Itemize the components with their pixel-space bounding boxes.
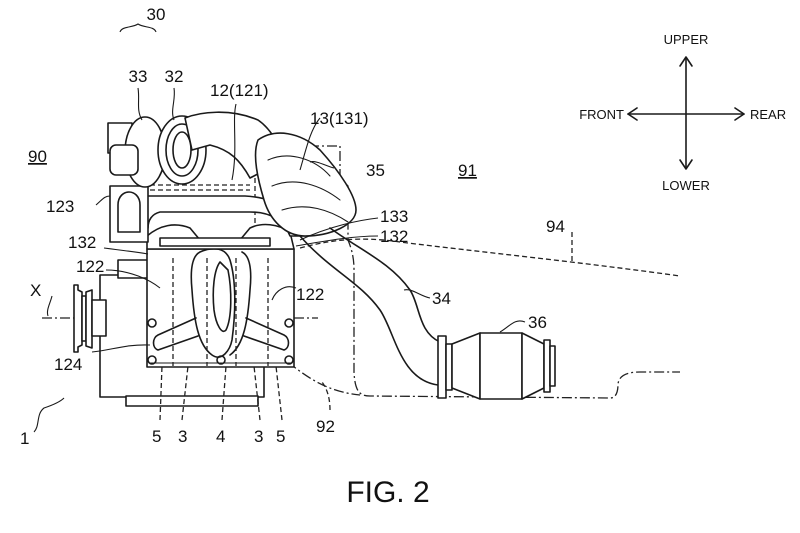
brace-30: [119, 23, 157, 33]
label-122-left: 122: [76, 257, 104, 276]
label-94: 94: [546, 217, 565, 236]
label-33: 33: [129, 67, 148, 86]
compass-rear-label: REAR: [750, 107, 786, 122]
engine-assembly: [73, 184, 307, 407]
label-30: 30: [147, 5, 166, 24]
collar-rear: [549, 345, 556, 387]
catalytic-converter-36: [437, 332, 556, 400]
manifold-hidden: [150, 184, 250, 191]
compass-lower-label: LOWER: [662, 178, 710, 193]
bottom-leaders: [159, 365, 283, 421]
arrow-left-icon: [627, 107, 638, 121]
catalyst-body-131: [254, 132, 357, 237]
arrow-right-icon: [734, 107, 745, 121]
compass-upper-label: UPPER: [664, 32, 709, 47]
bottom-label-5-right: 5: [276, 427, 285, 446]
arrow-down-icon: [679, 159, 693, 170]
label-32: 32: [165, 67, 184, 86]
region-label-90: 90: [28, 147, 47, 166]
engine-base-plate: [125, 395, 259, 407]
label-123: 123: [46, 197, 74, 216]
label-36: 36: [528, 313, 547, 332]
region-label-91: 91: [458, 161, 477, 180]
outline-92: [287, 361, 361, 396]
bottom-label-5-left: 5: [152, 427, 161, 446]
rotor-center: [212, 261, 232, 332]
cone-rear: [521, 332, 545, 400]
component-123: [109, 185, 149, 243]
label-13-131: 13(131): [310, 109, 369, 128]
component-123-inner: [117, 191, 141, 233]
direction-compass: UPPER LOWER FRONT REAR: [579, 32, 786, 193]
collar-front: [445, 343, 453, 391]
label-35: 35: [366, 161, 385, 180]
flange-front: [437, 335, 447, 399]
label-124: 124: [54, 355, 82, 374]
catalyst-bands: [267, 155, 349, 223]
outline-94: [299, 238, 681, 277]
reference-labels: 30 33 32 12(121) 13(131) 35 90 91 123 13…: [20, 5, 565, 448]
flange-rear: [543, 339, 551, 393]
internal-hidden-lines: [172, 258, 269, 366]
figure-caption: FIG. 2: [346, 476, 429, 509]
label-122-right: 122: [296, 285, 324, 304]
bottom-label-4: 4: [216, 427, 225, 446]
converter-body: [479, 332, 523, 400]
rotor-left: [190, 247, 236, 358]
rotor-housing: [146, 248, 295, 368]
label-133: 133: [380, 207, 408, 226]
pulley: [73, 284, 107, 353]
leader-lines: [33, 23, 573, 433]
rotor-right: [229, 251, 252, 356]
label-34: 34: [432, 289, 451, 308]
port-left: [152, 317, 199, 351]
exhaust-pipe-34: [299, 227, 441, 386]
label-x-axis: X: [30, 281, 41, 300]
label-132-left: 132: [68, 233, 96, 252]
side-block: [117, 259, 149, 279]
pipe-34-lower: [299, 235, 439, 386]
label-92: 92: [316, 417, 335, 436]
outline-35-tunnel: [255, 145, 680, 399]
label-12-121: 12(121): [210, 81, 269, 100]
arrow-up-icon: [679, 56, 693, 67]
bottom-label-3-left: 3: [178, 427, 187, 446]
catalyst-13: [254, 132, 357, 237]
port-right: [243, 317, 290, 351]
turbo-inlet: [109, 144, 139, 176]
label-1: 1: [20, 429, 29, 448]
cone-front: [451, 332, 481, 400]
manifold-flange: [159, 237, 271, 247]
label-132-right: 132: [380, 227, 408, 246]
compass-front-label: FRONT: [579, 107, 624, 122]
bottom-label-3-right: 3: [254, 427, 263, 446]
